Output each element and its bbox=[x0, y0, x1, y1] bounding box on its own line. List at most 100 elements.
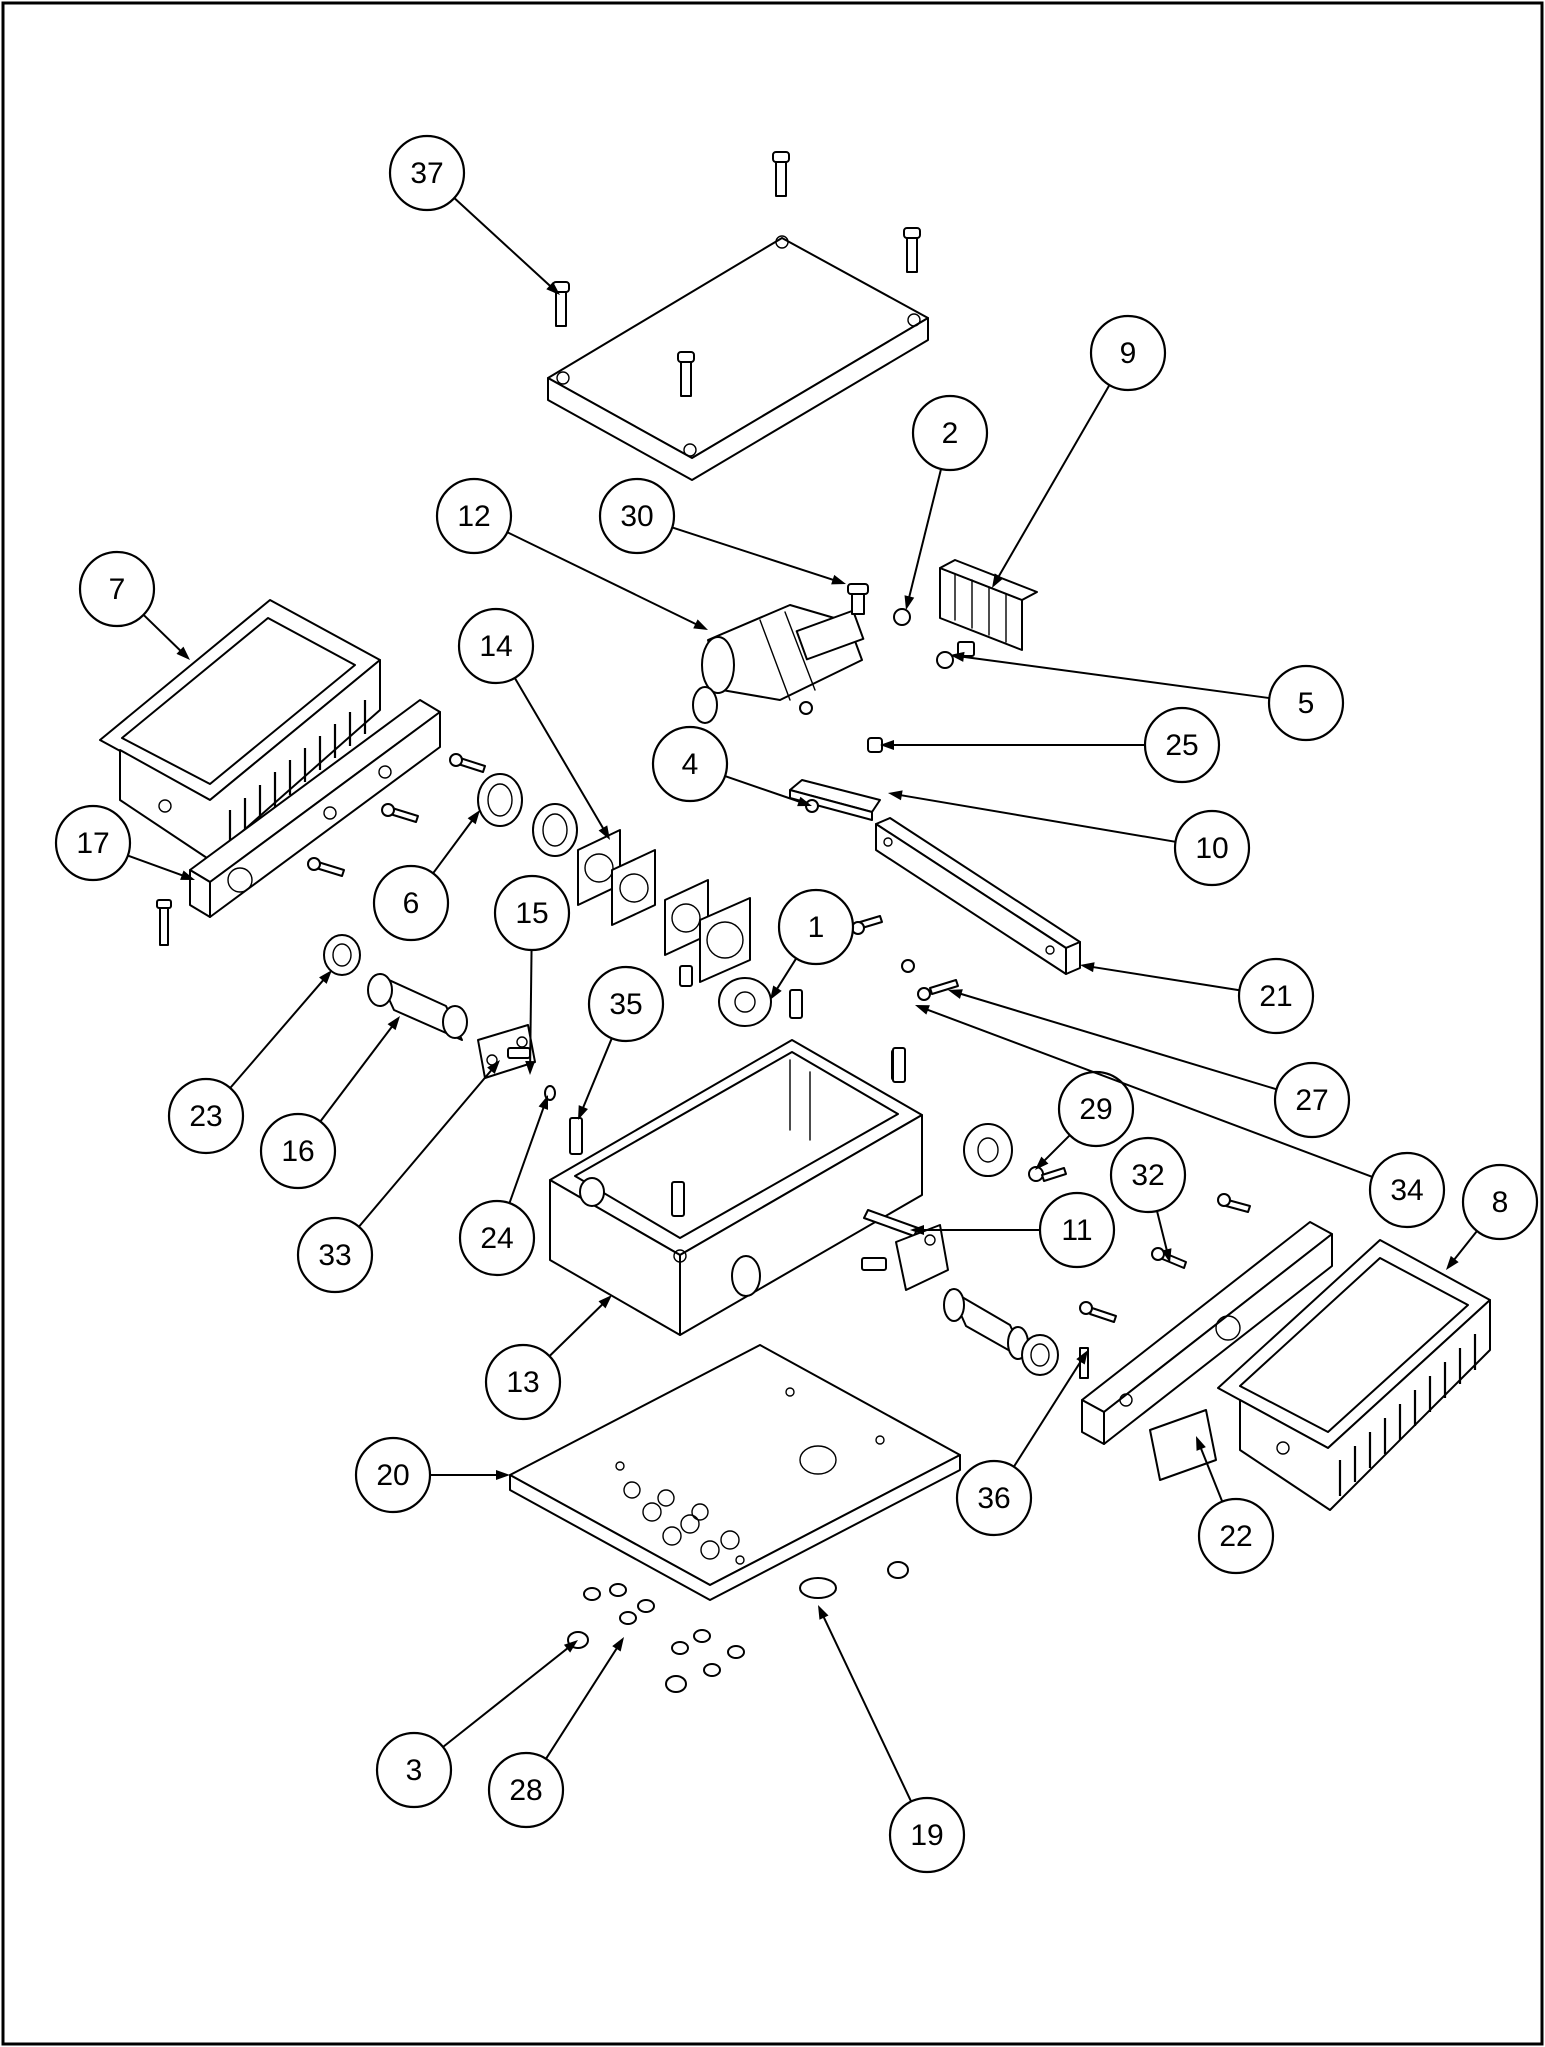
callout-37: 37 bbox=[388, 134, 560, 295]
leader-arrowhead bbox=[467, 810, 480, 825]
callout-15: 15 bbox=[493, 874, 571, 1075]
callout-number: 30 bbox=[620, 500, 653, 533]
leader-line bbox=[1198, 1444, 1224, 1503]
leader-line bbox=[724, 775, 803, 804]
callout-circle bbox=[54, 804, 132, 882]
rail-right bbox=[1079, 1193, 1333, 1445]
callout-number: 9 bbox=[1120, 337, 1137, 370]
callout-number: 19 bbox=[910, 1819, 943, 1852]
callout-7: 7 bbox=[78, 550, 190, 660]
leader-arrowhead bbox=[612, 1637, 624, 1652]
leader-line bbox=[924, 1007, 1373, 1178]
callout-circle bbox=[1237, 957, 1315, 1035]
leader-arrowhead bbox=[888, 790, 903, 801]
leader-line bbox=[1451, 1230, 1478, 1263]
callout-circle bbox=[375, 1731, 453, 1809]
leader-line bbox=[1089, 965, 1240, 992]
leader-arrowhead bbox=[1035, 1156, 1049, 1170]
heatsink-module-right bbox=[1149, 1239, 1491, 1511]
leader-arrowhead bbox=[487, 1060, 500, 1074]
callout-3: 3 bbox=[375, 1640, 578, 1809]
leader-arrowhead bbox=[1196, 1436, 1206, 1451]
callout-6: 6 bbox=[372, 810, 480, 942]
callout-36: 36 bbox=[955, 1350, 1088, 1537]
callout-number: 14 bbox=[479, 630, 512, 663]
leader-line bbox=[996, 384, 1111, 580]
leader-arrowhead bbox=[387, 1016, 400, 1031]
callout-circle bbox=[388, 134, 466, 212]
callout-1: 1 bbox=[770, 888, 855, 1000]
leader-arrowhead bbox=[180, 870, 195, 880]
callout-circle bbox=[1273, 1061, 1351, 1139]
callout-number: 23 bbox=[189, 1100, 222, 1133]
callout-8: 8 bbox=[1446, 1163, 1539, 1270]
callout-circle bbox=[1368, 1151, 1446, 1229]
cable-grommets bbox=[477, 773, 578, 857]
callout-34: 34 bbox=[915, 1005, 1446, 1229]
seal-blocks bbox=[577, 829, 751, 987]
leader-arrowhead bbox=[1446, 1255, 1459, 1270]
callout-number: 35 bbox=[609, 988, 642, 1021]
callout-circle bbox=[1109, 1136, 1187, 1214]
callout-number: 36 bbox=[977, 1482, 1010, 1515]
callout-circle bbox=[493, 874, 571, 952]
callout-number: 3 bbox=[406, 1754, 423, 1787]
leader-arrowhead bbox=[910, 1225, 924, 1235]
callout-number: 12 bbox=[457, 500, 490, 533]
enclosure-box bbox=[549, 1039, 923, 1336]
callout-35: 35 bbox=[578, 965, 665, 1120]
callout-number: 8 bbox=[1492, 1186, 1509, 1219]
callout-number: 33 bbox=[318, 1239, 351, 1272]
callout-circle bbox=[259, 1112, 337, 1190]
leader-line bbox=[453, 197, 554, 289]
bottom-hardware bbox=[567, 1561, 909, 1693]
leader-line bbox=[580, 1037, 613, 1112]
callout-number: 28 bbox=[509, 1774, 542, 1807]
leader-line bbox=[1041, 1134, 1071, 1164]
leader-line bbox=[432, 817, 475, 874]
callout-number: 4 bbox=[682, 748, 699, 781]
leader-line bbox=[957, 991, 1277, 1091]
callout-number: 10 bbox=[1195, 832, 1228, 865]
callout-10: 10 bbox=[888, 790, 1251, 887]
callout-14: 14 bbox=[457, 607, 610, 840]
leader-arrowhead bbox=[319, 970, 332, 984]
callout-9: 9 bbox=[992, 314, 1167, 588]
callout-number: 7 bbox=[109, 573, 126, 606]
callout-32: 32 bbox=[1109, 1136, 1187, 1263]
callout-circle bbox=[1038, 1191, 1116, 1269]
callout-circle bbox=[1173, 809, 1251, 887]
callout-27: 27 bbox=[948, 989, 1351, 1139]
callout-16: 16 bbox=[259, 1016, 400, 1190]
callout-circle bbox=[78, 550, 156, 628]
callout-23: 23 bbox=[167, 970, 332, 1155]
callout-4: 4 bbox=[651, 725, 812, 807]
callout-29: 29 bbox=[1035, 1070, 1135, 1170]
callout-circle bbox=[955, 1459, 1033, 1537]
shaft-assembly-right bbox=[861, 1123, 1067, 1376]
callout-circle bbox=[435, 477, 513, 555]
callout-circle bbox=[651, 725, 729, 803]
callout-33: 33 bbox=[296, 1060, 500, 1294]
leader-arrowhead bbox=[1076, 1350, 1088, 1365]
leader-line bbox=[358, 1066, 495, 1228]
callout-number: 34 bbox=[1390, 1174, 1423, 1207]
bearing bbox=[718, 915, 959, 1081]
enclosure-cover bbox=[547, 235, 929, 481]
callout-number: 24 bbox=[480, 1222, 513, 1255]
rail-screws-left bbox=[307, 753, 486, 877]
callout-circle bbox=[458, 1199, 536, 1277]
callout-circle bbox=[487, 1751, 565, 1829]
leader-line bbox=[529, 949, 533, 1066]
leader-arrowhead bbox=[1161, 1248, 1172, 1263]
callout-circle bbox=[354, 1436, 432, 1514]
leader-line bbox=[897, 793, 1176, 843]
leader-line bbox=[774, 957, 798, 993]
leader-arrowhead bbox=[948, 989, 963, 999]
leader-line bbox=[442, 1645, 571, 1748]
callout-circle bbox=[457, 607, 535, 685]
heatsink-module-left bbox=[99, 599, 381, 861]
callout-circle bbox=[372, 864, 450, 942]
